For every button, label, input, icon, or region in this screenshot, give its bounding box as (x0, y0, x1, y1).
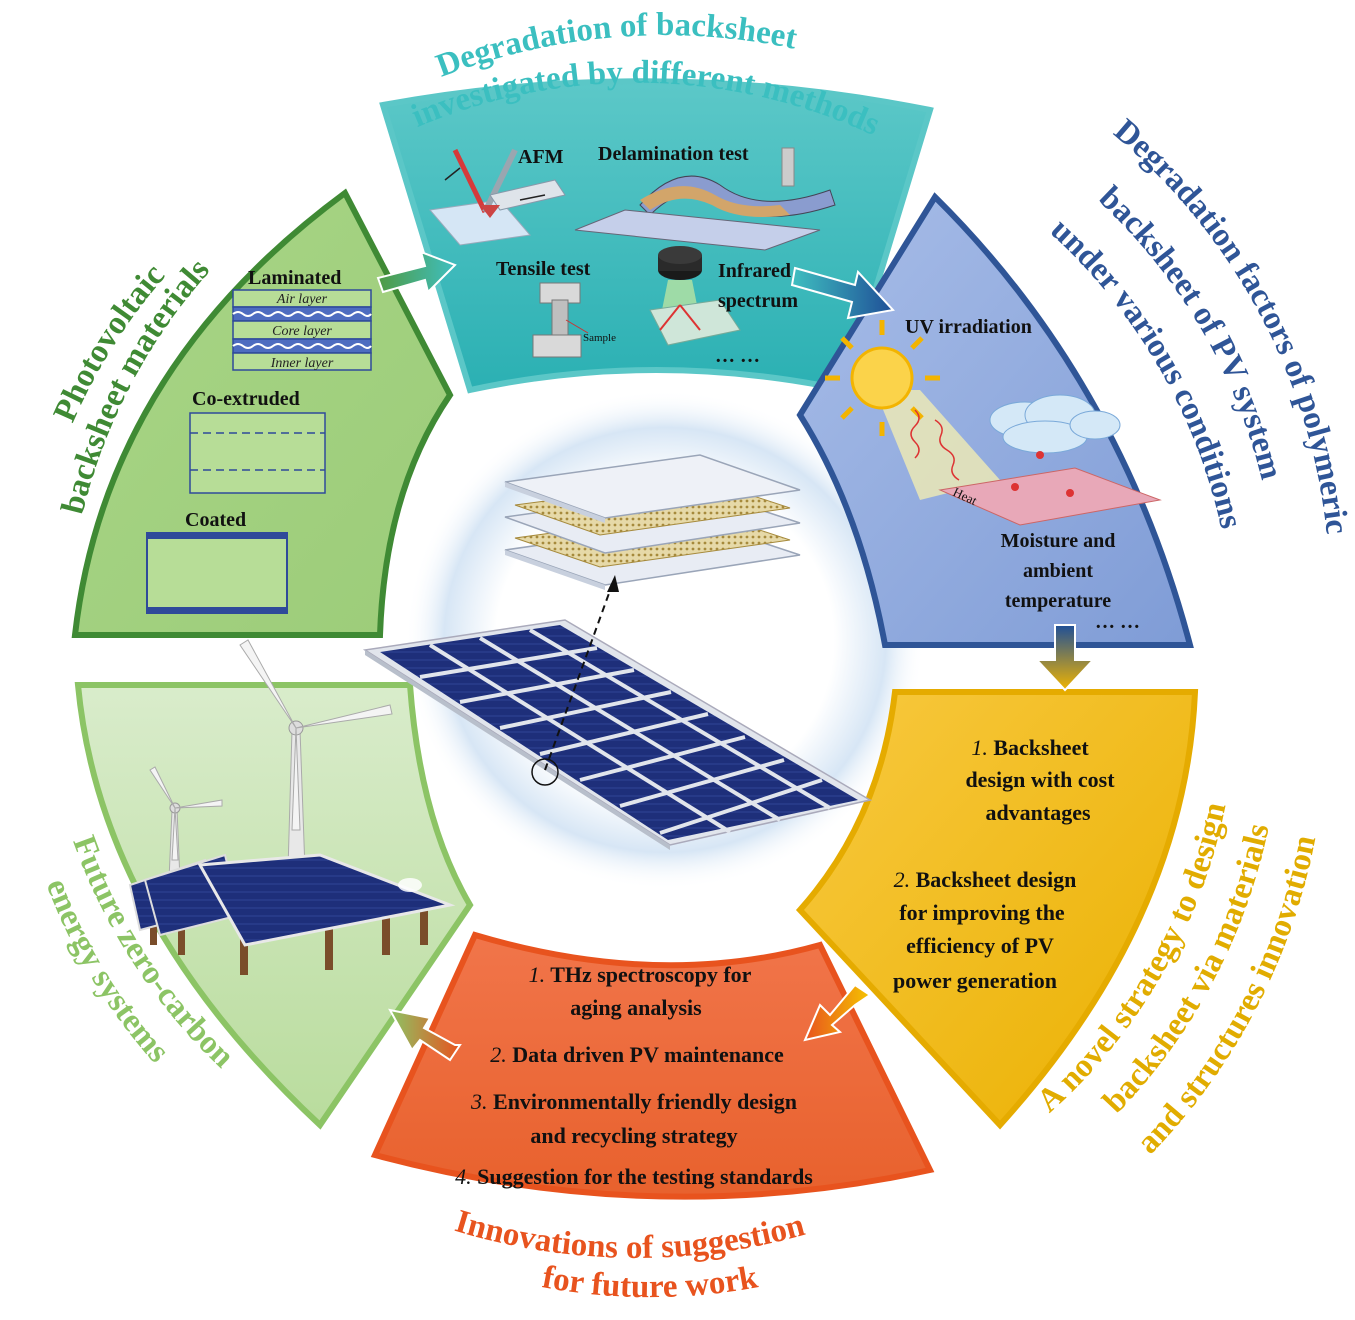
zoom-arrow-head (607, 575, 619, 592)
cloud-icon (989, 394, 1121, 454)
b-item1-line1: 1. THz spectroscopy for (529, 962, 752, 987)
arrow-righttop-to-rightbottom (1034, 624, 1096, 692)
center-illustration (362, 454, 873, 850)
b-item3-line1: 3. Environmentally friendly design (470, 1089, 797, 1114)
rb-item2-line1: 2. Backsheet design (894, 867, 1077, 892)
laminated-layers (232, 289, 372, 371)
coated-box (146, 532, 288, 614)
arrow-top-to-righttop (790, 266, 895, 320)
rb-item1-line2: design with cost (965, 767, 1115, 792)
b-item4-line1: 4. Suggestion for the testing standards (455, 1164, 813, 1189)
wind-turbine-large (239, 639, 393, 871)
rb-item1-line1: 1. Backsheet (971, 735, 1089, 760)
rb-item1-line3: advantages (985, 800, 1091, 825)
water-drops (1011, 451, 1074, 497)
bottom-title-line2: for future work (540, 1259, 761, 1305)
arrow-rightbottom-to-bottom (803, 983, 872, 1042)
b-item3-line2: and recycling strategy (530, 1123, 737, 1148)
moisture-label-2: ambient (1023, 560, 1093, 582)
sun-icon (825, 320, 1000, 500)
heated-plate (938, 467, 1162, 526)
afm-illustration (429, 148, 566, 246)
magnifier-circle (531, 758, 559, 786)
coextruded-box (189, 412, 326, 494)
right-top-ellipsis: … … (1095, 611, 1140, 633)
core-layer-label: Core layer (272, 324, 332, 339)
sector-left-top: Laminated Air layer Core layer Inner lay… (47, 188, 454, 638)
uv-label: UV irradiation (905, 316, 1032, 338)
moisture-label-1: Moisture and (1001, 530, 1116, 552)
top-ellipsis: … … (715, 345, 760, 367)
sector-left-bottom: Future zero-carbon energy systems (39, 639, 474, 1130)
inner-layer-label: Inner layer (270, 356, 334, 371)
infrared-label-2: spectrum (718, 290, 798, 312)
delamination-label: Delamination test (598, 143, 749, 165)
infrared-illustration (649, 246, 741, 346)
bottom-title-line1: Innovations of suggestion (451, 1203, 808, 1265)
backsheet-layers (504, 454, 801, 590)
coated-label: Coated (185, 509, 246, 531)
pv-panel (362, 619, 873, 850)
moisture-label-3: temperature (1005, 590, 1111, 612)
sector-bottom: 1. THz spectroscopy for aging analysis 2… (370, 931, 935, 1305)
laminated-label: Laminated (248, 267, 341, 289)
tensile-label: Tensile test (496, 258, 591, 280)
sector-bottom-shape (370, 931, 935, 1200)
coextruded-label: Co-extruded (192, 388, 300, 410)
b-item1-line2: aging analysis (570, 995, 702, 1020)
b-item2-line1: 2. Data driven PV maintenance (490, 1042, 784, 1067)
delamination-illustration (574, 147, 836, 251)
solar-farm (128, 853, 456, 975)
sample-label: Sample (583, 332, 616, 344)
arrow-lefttop-to-top (376, 250, 457, 294)
arrow-bottom-to-leftbottom (388, 1008, 462, 1062)
infrared-label-1: Infrared (718, 260, 791, 282)
sector-right-bottom-shape (795, 689, 1199, 1130)
rb-item2-line3: efficiency of PV (906, 933, 1054, 958)
tensile-illustration (532, 282, 589, 358)
wind-turbine-small (149, 766, 223, 881)
zoom-dashed-arrow (544, 584, 613, 771)
rb-item2-line2: for improving the (899, 900, 1065, 925)
afm-label: AFM (518, 146, 564, 168)
rb-item2-line4: power generation (893, 968, 1057, 993)
air-layer-label: Air layer (276, 292, 328, 307)
